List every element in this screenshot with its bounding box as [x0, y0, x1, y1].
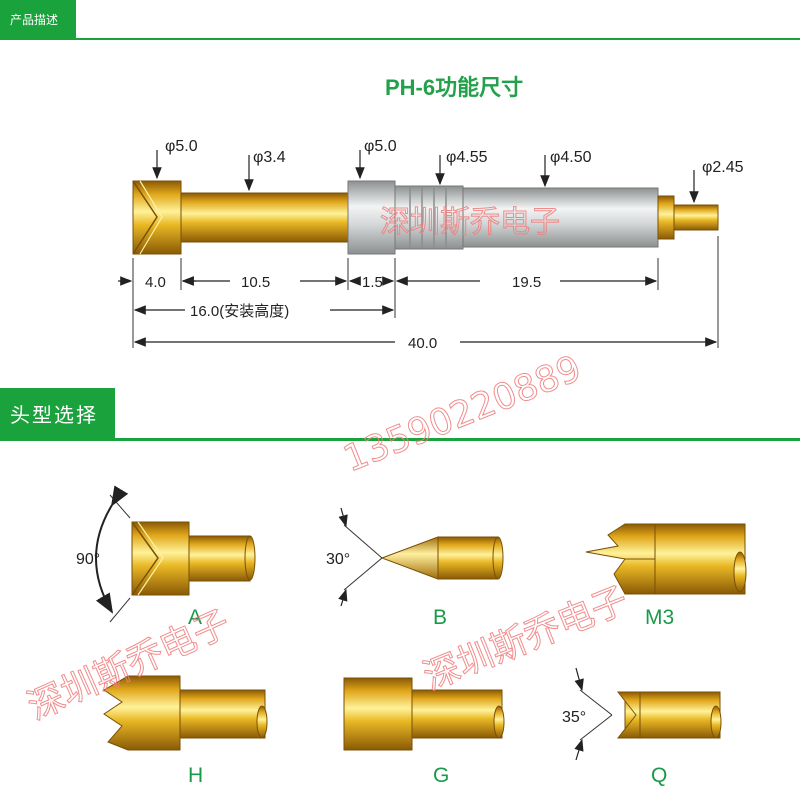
diameter-label: φ2.45	[702, 159, 744, 176]
section-rule-middle	[0, 438, 800, 441]
diameter-label: φ3.4	[253, 149, 286, 166]
length-label: 10.5	[241, 274, 270, 291]
length-label: 1.5	[362, 274, 383, 291]
head-type-q	[574, 667, 722, 761]
length-label: 4.0	[145, 274, 166, 291]
install-height-label: 16.0(安装高度)	[190, 303, 289, 320]
product-description-tab: 产品描述	[0, 0, 76, 38]
head-type-g	[343, 677, 505, 751]
diameter-label: φ5.0	[364, 138, 397, 155]
head-type-label: G	[433, 764, 449, 787]
probe-drawing	[132, 180, 719, 255]
angle-label-b: 30°	[326, 551, 350, 568]
head-type-label: A	[188, 606, 202, 629]
watermark-text: 深圳斯乔电子	[418, 579, 634, 698]
head-type-b	[338, 507, 504, 607]
diameter-label: φ4.50	[550, 149, 592, 166]
angle-label-a: 90°	[76, 551, 100, 568]
head-type-label: B	[433, 606, 447, 629]
angle-label-q: 35°	[562, 709, 586, 726]
head-type-label: H	[188, 764, 203, 787]
diameter-label: φ4.55	[446, 149, 488, 166]
diameter-label: φ5.0	[165, 138, 198, 155]
diagram-title: PH-6功能尺寸	[385, 75, 524, 100]
watermark-text: 13590220889	[338, 348, 587, 480]
head-type-m3	[585, 523, 747, 595]
length-label: 19.5	[512, 274, 541, 291]
head-type-label: M3	[645, 606, 674, 629]
head-type-h	[103, 675, 268, 751]
head-type-tab: 头型选择	[0, 388, 115, 438]
head-type-label: Q	[651, 764, 667, 787]
total-length-label: 40.0	[408, 335, 437, 352]
watermark-text: 深圳斯乔电子	[380, 205, 560, 240]
section-rule-top	[0, 38, 800, 40]
head-type-a	[95, 485, 256, 623]
